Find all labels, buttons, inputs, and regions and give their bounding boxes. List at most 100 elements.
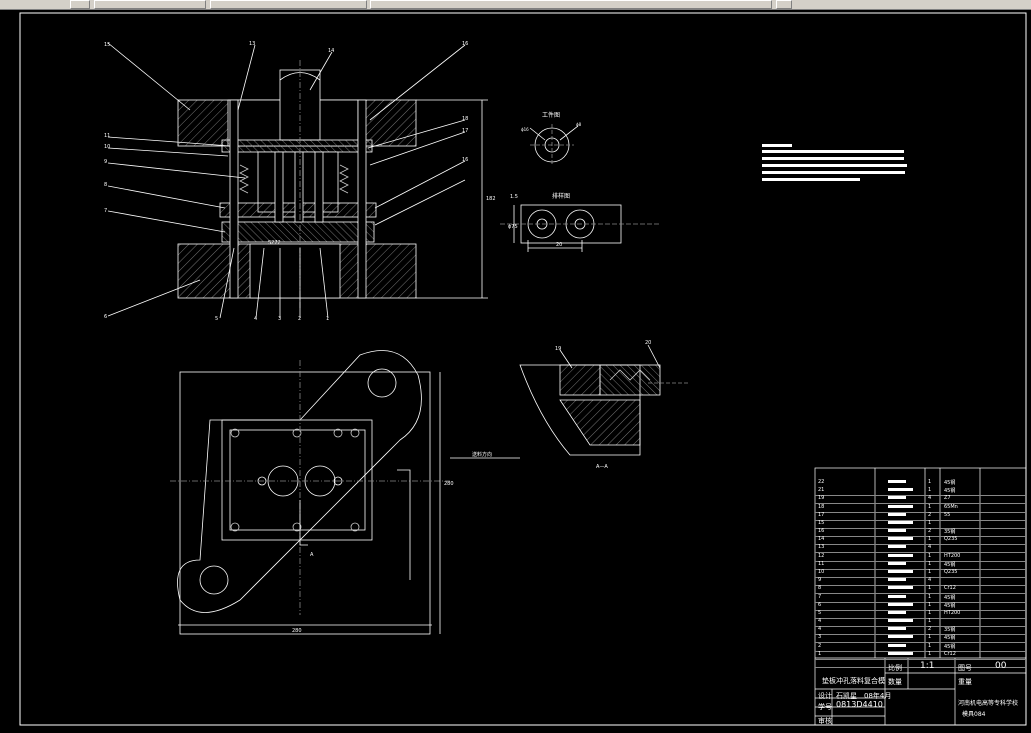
- toolbar-button[interactable]: [776, 0, 792, 9]
- bom-row: [815, 495, 1026, 497]
- part-label: 5: [215, 316, 218, 322]
- bom-cell-qty: 1: [928, 642, 932, 649]
- bom-cell-name: [888, 480, 906, 483]
- bom-cell-name: [888, 570, 913, 573]
- part-label: 9: [104, 159, 107, 165]
- bom-row: [815, 511, 1026, 513]
- bom-cell-mat: Cr12: [944, 650, 956, 657]
- bom-cell-qty: 2: [928, 528, 932, 535]
- toolbar-button[interactable]: [210, 0, 367, 9]
- bom-cell-name: [888, 545, 906, 549]
- bom-cell-qty: 1: [928, 560, 932, 567]
- bom-cell-no: 9: [818, 577, 822, 584]
- bom-cell-name: [888, 537, 913, 541]
- bom-cell-name: [888, 594, 906, 598]
- bom-cell-mat: 45钢: [944, 488, 956, 495]
- bom-row: [815, 667, 1026, 668]
- bom-cell-name: [888, 578, 906, 582]
- bom-cell-mat: Z7: [944, 495, 951, 502]
- bom-row: [815, 650, 1026, 652]
- part-label: 7: [104, 208, 107, 214]
- bom-row: [815, 544, 1026, 546]
- plan-view-labels: 280 280 送料方向 A: [292, 451, 492, 634]
- dimension-label: ϕ16: [521, 127, 529, 132]
- bom-cell-qty: 1: [928, 650, 932, 657]
- bom-cell-no: 16: [818, 528, 825, 535]
- bom-cell-no: 12: [818, 552, 825, 559]
- bom-cell-name: [888, 627, 906, 631]
- bom-cell-name: [888, 488, 913, 492]
- bom-row: [815, 634, 1026, 636]
- bom-row: [815, 536, 1026, 538]
- bom-cell-mat: HT200: [944, 552, 961, 559]
- bom-cell-no: 15: [818, 519, 825, 526]
- bom-row: [815, 609, 1026, 611]
- bom-cell-no: 1: [818, 650, 822, 657]
- bom-row: [815, 642, 1026, 644]
- bom-cell-qty: 1: [928, 593, 932, 600]
- bom-cell-no: 11: [818, 560, 825, 567]
- bom-cell-name: [888, 586, 913, 590]
- bom-cell-no: 4: [818, 626, 822, 633]
- bom-cell-qty: 1: [928, 569, 932, 575]
- bom-cell-qty: 1: [928, 519, 932, 526]
- bom-cell-name: [888, 610, 906, 614]
- part-label: 6: [104, 314, 107, 320]
- part-label: 13: [249, 41, 255, 47]
- dimension-label: ϕ75: [508, 224, 518, 230]
- bom-cell-qty: 1: [928, 503, 932, 510]
- bom-row: [815, 617, 1026, 619]
- bom-cell-qty: 4: [928, 577, 932, 584]
- bom-cell-qty: 1: [928, 585, 932, 592]
- bom-cell-no: 22: [818, 479, 825, 485]
- bom-cell-no: 8: [818, 585, 822, 592]
- cad-drawing: 15 13 14 16 11 10 9 8 7 6 5 4 3 2 1 18 1…: [19, 12, 1027, 726]
- assembly-part-labels: 15 13 14 16 11 10 9 8 7 6 5 4 3 2 1 18 1…: [104, 41, 496, 322]
- bom-cell-no: 14: [818, 536, 825, 543]
- bom-cell-qty: 1: [928, 552, 932, 559]
- bom-row: [815, 519, 1026, 521]
- design-name: 石凯星: [836, 692, 857, 700]
- bom-cell-qty: 4: [928, 544, 932, 551]
- drawing-canvas[interactable]: 15 13 14 16 11 10 9 8 7 6 5 4 3 2 1 18 1…: [0, 10, 1031, 729]
- bom-cell-no: 3: [818, 634, 822, 641]
- workpiece-title: 工件图: [542, 111, 560, 119]
- ratio-value: 1:1: [920, 661, 935, 671]
- qty-label: 数量: [888, 678, 902, 686]
- bom-cell-name: [888, 553, 913, 557]
- part-label: 15: [104, 42, 110, 48]
- student-no-label: 学号: [818, 703, 832, 711]
- bom-cell-mat: 35钢: [944, 529, 956, 536]
- toolbar-button[interactable]: [94, 0, 206, 9]
- bom-cell-no: 19: [818, 495, 825, 502]
- feed-direction-label: 送料方向: [472, 451, 492, 458]
- section-marker: A: [310, 552, 314, 558]
- bom-cell-mat: Q235: [944, 569, 958, 575]
- class-code: 模具084: [962, 711, 986, 718]
- bom-cell-name: [888, 619, 913, 623]
- bom-cell-mat: 45钢: [944, 561, 956, 568]
- bom-cell-qty: 1: [928, 479, 932, 485]
- bom-cell-no: 6: [818, 601, 822, 608]
- part-label: 16: [462, 41, 468, 47]
- bom-cell-qty: 1: [928, 634, 932, 641]
- bom-cell-no: 2: [818, 642, 822, 649]
- bom-cell-mat: 45钢: [944, 643, 956, 650]
- technical-notes: [762, 144, 907, 181]
- plan-view: [170, 350, 520, 635]
- bom-cell-mat: Cr12: [944, 585, 956, 592]
- bom-row: [815, 560, 1026, 562]
- strip-layout-view: [500, 204, 660, 252]
- part-label: 19: [555, 346, 561, 352]
- bom-cell-no: 4: [818, 618, 822, 625]
- bom-cell-no: 21: [818, 487, 825, 494]
- toolbar-button[interactable]: [370, 0, 772, 9]
- bom-cell-mat: 45钢: [944, 635, 956, 642]
- bom-cell-no: 10: [818, 569, 825, 575]
- bom-row: [815, 568, 1026, 570]
- bom-cell-mat: 45钢: [944, 602, 956, 609]
- student-no: 0813D4410: [836, 700, 883, 709]
- toolbar-button[interactable]: [70, 0, 90, 9]
- assembly-section-view: [107, 42, 488, 319]
- bom-cell-name: [888, 635, 913, 639]
